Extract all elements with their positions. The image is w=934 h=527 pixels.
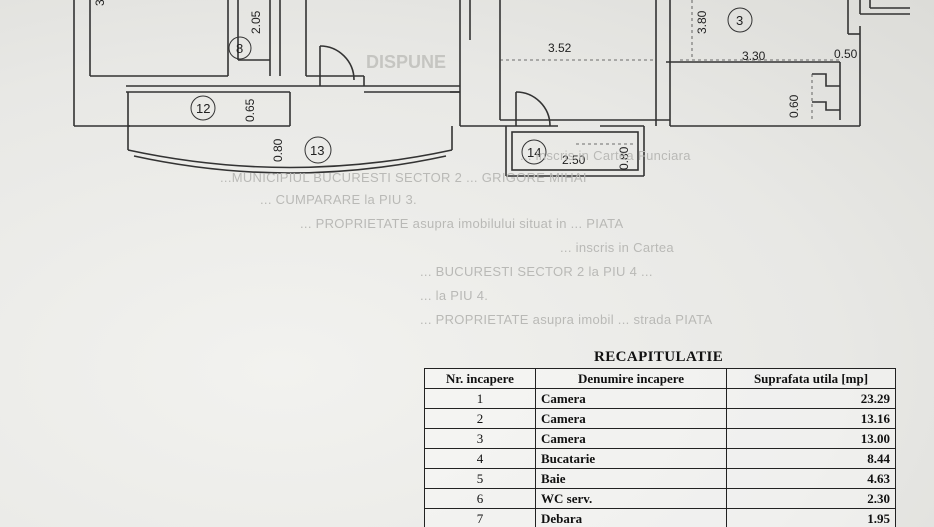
row-name: Debara [535,508,727,527]
row-nr: 3 [424,428,536,449]
row-area: 8.44 [726,448,896,469]
row-name: Camera [535,388,727,409]
room-13-number: 13 [310,143,324,158]
dim-330: 3.30 [742,49,766,63]
dim-065: 0.65 [243,98,257,122]
room-12-number: 12 [196,101,210,116]
faded-line-2: ...MUNICIPIUL BUCURESTI SECTOR 2 ... GRI… [220,170,587,185]
header-nr: Nr. incapere [424,368,536,389]
room-8-number: 8 [236,41,243,56]
dim-060: 0.60 [787,94,801,118]
table-row: 1 Camera 23.29 [424,388,896,409]
room-3-number: 3 [736,13,743,28]
row-name: WC serv. [535,488,727,509]
table-row: 6 WC serv. 2.30 [424,488,896,509]
faded-word: DISPUNE [366,52,446,72]
table-row: 3 Camera 13.00 [424,428,896,449]
row-name: Camera [535,408,727,429]
faded-line-6: ... BUCURESTI SECTOR 2 la PIU 4 ... [420,264,653,279]
dim-250: 2.50 [562,153,586,167]
faded-line-3: ... CUMPARARE la PIU 3. [260,192,417,207]
dim-050: 0.50 [834,47,858,61]
table-row: 5 Baie 4.63 [424,468,896,489]
dim-080-left: 0.80 [271,138,285,162]
floor-plan: DISPUNE 3. 2.05 0.65 0.80 3.52 3.80 3.30… [73,0,910,177]
faded-line-1: ... inscris in Cartea Funciara [520,148,691,163]
room-3-marker [727,7,753,33]
row-nr: 2 [424,408,536,429]
table-row: 7 Debara 1.95 [424,508,896,527]
faded-line-8: ... PROPRIETATE asupra imobil ... strada… [420,312,713,327]
faded-line-7: ... la PIU 4. [420,288,489,303]
table-row: 2 Camera 13.16 [424,408,896,429]
row-nr: 6 [424,488,536,509]
recap-title: RECAPITULATIE [594,349,724,365]
row-area: 23.29 [726,388,896,409]
row-nr: 4 [424,448,536,469]
row-nr: 7 [424,508,536,527]
dim-380: 3.80 [695,10,709,34]
row-name: Bucatarie [535,448,727,469]
room-13-marker [304,136,332,164]
row-area: 1.95 [726,508,896,527]
dim-352: 3.52 [548,41,572,55]
faded-background-text: ... inscris in Cartea Funciara ...MUNICI… [0,148,934,527]
row-name: Camera [535,428,727,449]
room-14-marker [521,139,547,165]
row-area: 13.16 [726,408,896,429]
room-14-number: 14 [527,145,541,160]
row-area: 13.00 [726,428,896,449]
row-area: 4.63 [726,468,896,489]
header-name: Denumire incapere [535,368,727,389]
header-area: Suprafata utila [mp] [726,368,896,389]
room-12-marker [190,95,216,121]
recap-header-row: Nr. incapere Denumire incapere Suprafata… [424,368,896,389]
row-area: 2.30 [726,488,896,509]
room-8-marker [228,36,252,60]
dim-left: 3. [93,0,107,6]
dim-205: 2.05 [249,10,263,34]
row-nr: 1 [424,388,536,409]
recap-table: Nr. incapere Denumire incapere Suprafata… [424,368,896,527]
row-nr: 5 [424,468,536,489]
faded-line-5: ... inscris in Cartea [560,240,674,255]
table-row: 4 Bucatarie 8.44 [424,448,896,469]
dim-080-right: 0.80 [617,146,631,170]
row-name: Baie [535,468,727,489]
faded-line-4: ... PROPRIETATE asupra imobilului situat… [300,216,624,231]
